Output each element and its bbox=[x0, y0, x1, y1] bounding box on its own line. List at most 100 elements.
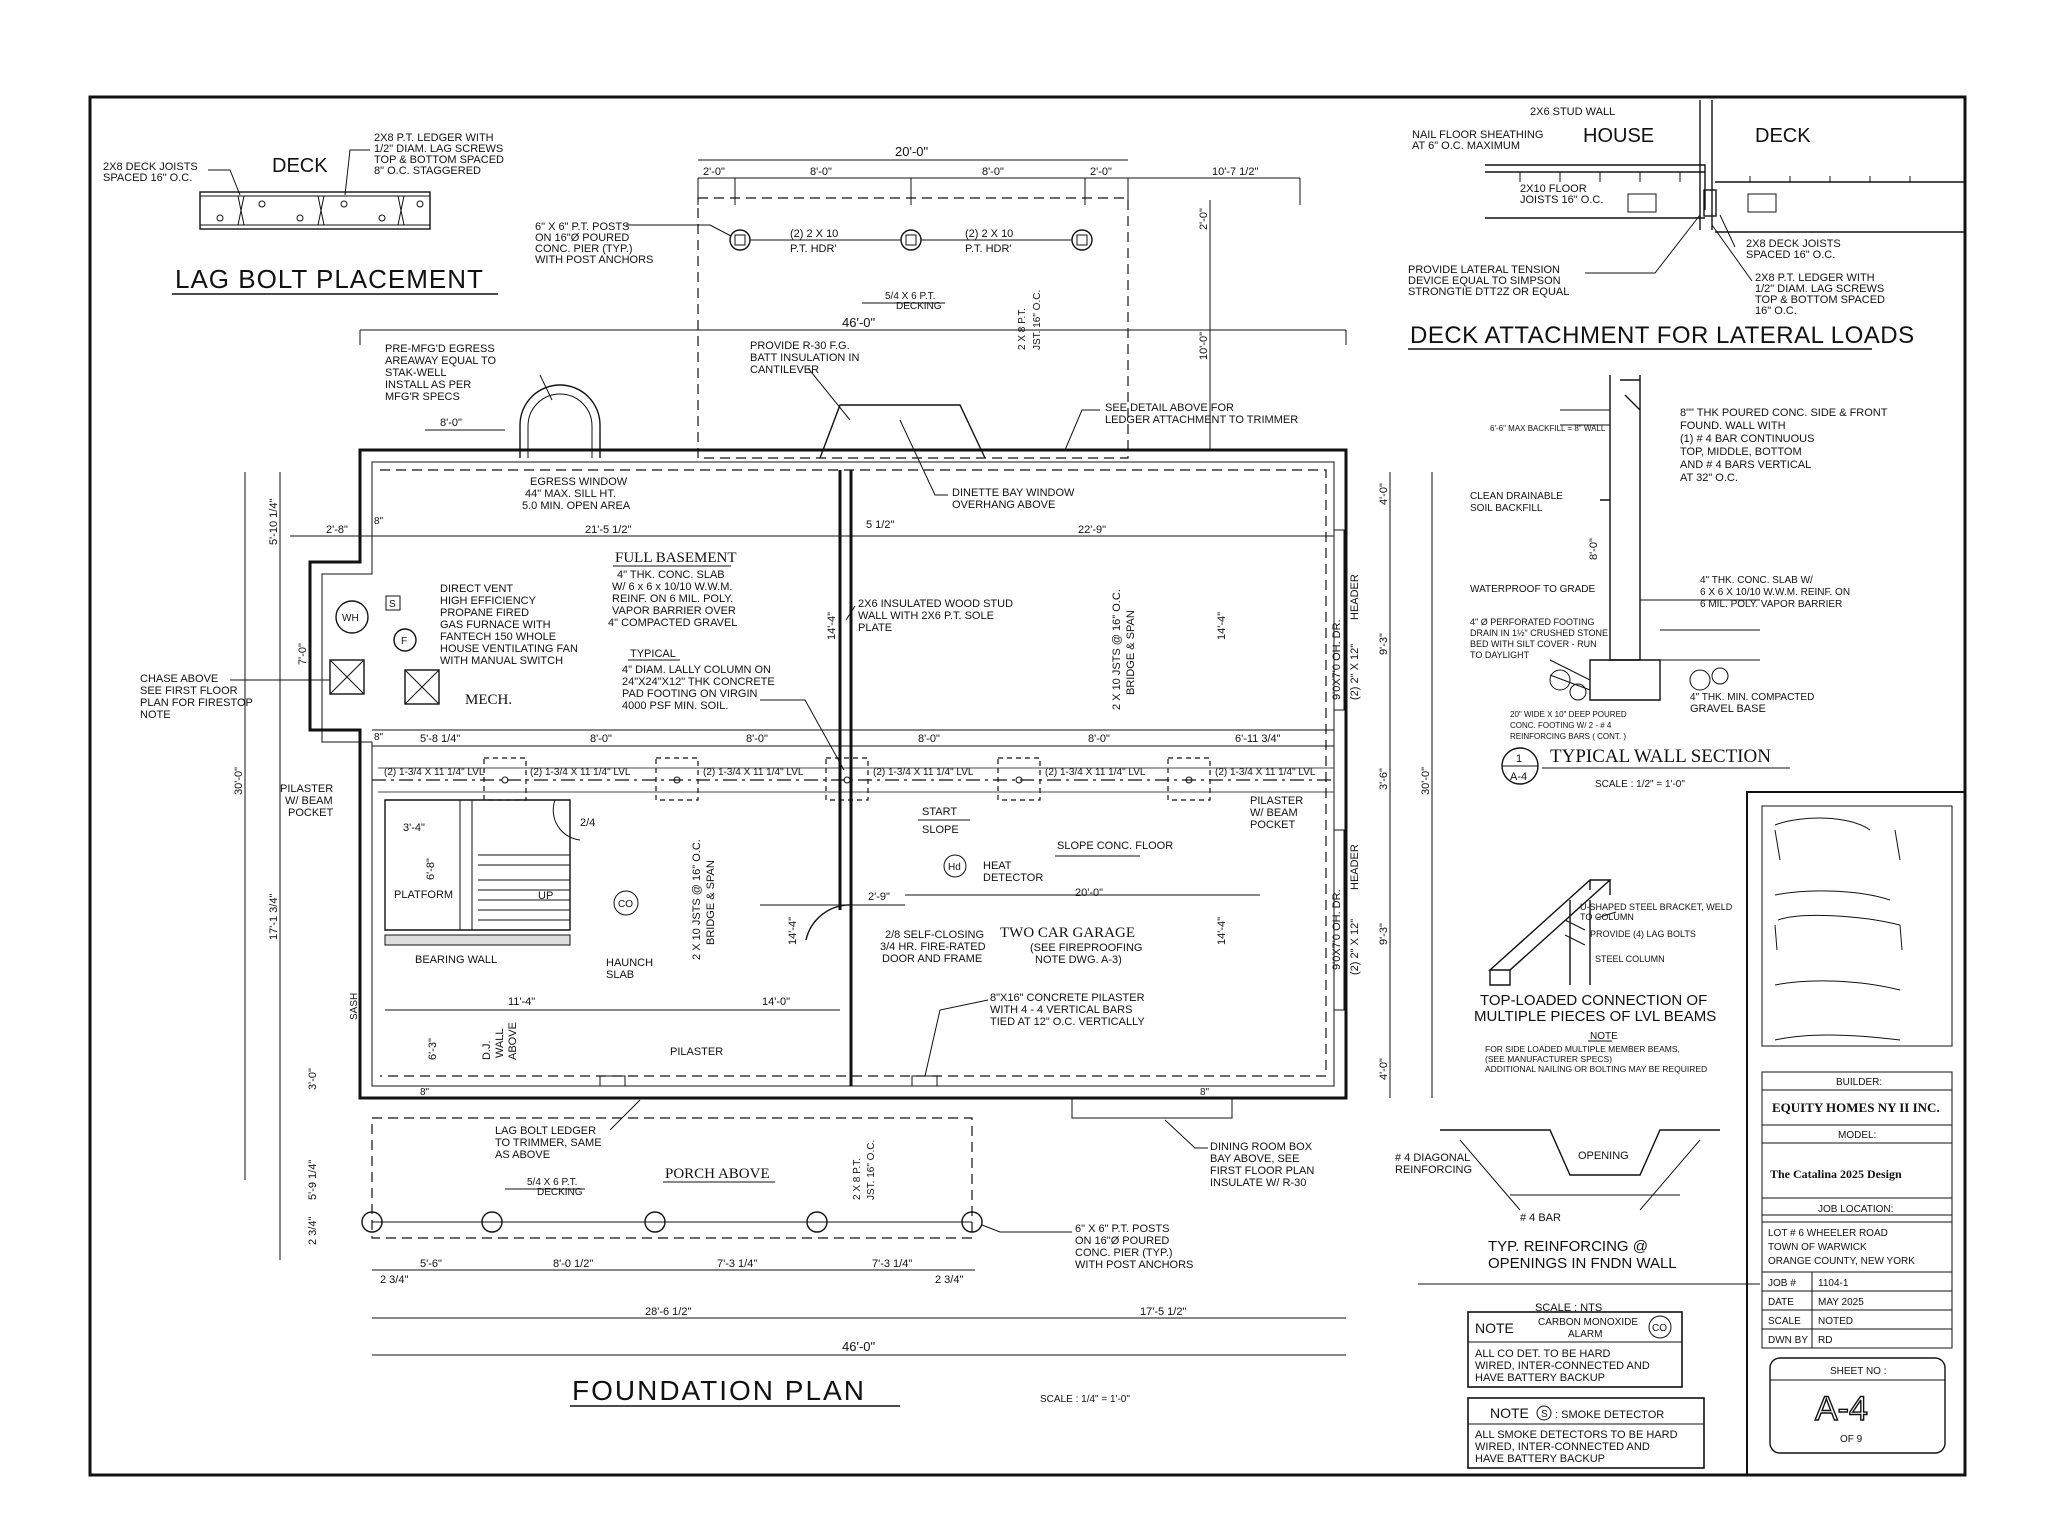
deck-attach-joists-note-2: SPACED 16" O.C. bbox=[1746, 249, 1835, 261]
co-detector-icon bbox=[613, 890, 639, 916]
deck-attach-nail-note-1: NAIL FLOOR SHEATHING bbox=[1412, 129, 1543, 141]
co-note-line-3: HAVE BATTERY BACKUP bbox=[1475, 1372, 1605, 1384]
lvl-4: (2) 1-3/4 X 11 1/4" LVL bbox=[873, 767, 974, 778]
slab-section-note-3: 6 MIL. POLY. VAPOR BARRIER bbox=[1700, 599, 1842, 610]
full-basement-title: FULL BASEMENT bbox=[615, 550, 737, 566]
lvl-note-title: NOTE bbox=[1590, 1031, 1618, 1042]
dim-8-0-b: 8'-0" bbox=[746, 733, 768, 745]
co-note-scale: SCALE : NTS bbox=[1535, 1302, 1602, 1314]
dim-8-0-a: 8'-0" bbox=[590, 733, 612, 745]
joist-top-1: 2 X 8 P.T. bbox=[1017, 308, 1028, 350]
decking-porch-2: DECKING bbox=[537, 1187, 583, 1198]
lag-bolt-joists-note-2: SPACED 16" O.C. bbox=[103, 172, 192, 184]
slab-note-5: 4" COMPACTED GRAVEL bbox=[608, 617, 737, 629]
egress-area-note-5: MFG'R SPECS bbox=[385, 391, 460, 403]
dim-4-0-vert-b: 4'-0" bbox=[1378, 1058, 1390, 1080]
heat-detector-icon bbox=[943, 854, 967, 878]
builder-name: EQUITY HOMES NY II INC. bbox=[1772, 1100, 1940, 1115]
dim-5-6: 5'-6" bbox=[420, 1258, 442, 1270]
job-number-label: JOB # bbox=[1768, 1278, 1796, 1289]
dim-6-8-vert: 6'-8" bbox=[425, 858, 437, 880]
drawn-by-label: DWN BY bbox=[1768, 1335, 1808, 1346]
dinette-note-1: DINETTE BAY WINDOW bbox=[952, 487, 1075, 499]
dim-3-6-vert: 3'-6" bbox=[1378, 768, 1390, 790]
lvl-note-3: ADDITIONAL NAILING OR BOLTING MAY BE REQ… bbox=[1485, 1064, 1707, 1074]
lvl-connection-detail: U-SHAPED STEEL BRACKET, WELD TO COLUMN P… bbox=[1474, 879, 1733, 1074]
smoke-mech-label: S bbox=[389, 599, 396, 610]
water-heater-label: WH bbox=[342, 613, 359, 624]
platform-label: PLATFORM bbox=[394, 889, 453, 901]
dim-9-3-a: 9'-3" bbox=[1378, 633, 1390, 655]
dim-17-5: 17'-5 1/2" bbox=[1140, 1306, 1186, 1318]
slab-section-note-1: 4" THK. CONC. SLAB W/ bbox=[1700, 575, 1813, 586]
smoke-note-title: : SMOKE DETECTOR bbox=[1555, 1409, 1664, 1421]
haunch-note-2: SLAB bbox=[606, 969, 634, 981]
dim-8in-d: 8" bbox=[1200, 1087, 1210, 1098]
posts-porch-note-3: CONC. PIER (TYP.) bbox=[1075, 1247, 1173, 1259]
chase-note-2: SEE FIRST FLOOR bbox=[140, 685, 238, 697]
chase-note-1: CHASE ABOVE bbox=[140, 673, 218, 685]
dim-8in-c: 8" bbox=[420, 1087, 430, 1098]
wall-section-note-4: TOP, MIDDLE, BOTTOM bbox=[1680, 446, 1802, 458]
ohdr-1-hdr: (2) 2" X 12" bbox=[1349, 644, 1361, 700]
egress-area-note-2: AREAWAY EQUAL TO bbox=[385, 355, 496, 367]
location-line-2: TOWN OF WARWICK bbox=[1768, 1242, 1867, 1253]
haunch-note-1: HAUNCH bbox=[606, 957, 653, 969]
dim-28-6: 28'-6 1/2" bbox=[645, 1306, 691, 1318]
garage-note-1: (SEE FIREPROOFING bbox=[1030, 942, 1142, 954]
wall-section-note-5: AND # 4 BARS VERTICAL bbox=[1680, 459, 1811, 471]
porch-posts bbox=[361, 1117, 983, 1239]
drawn-by-value: RD bbox=[1818, 1335, 1832, 1346]
pilaster-8x16-note-3: TIED AT 12" O.C. VERTICALLY bbox=[990, 1016, 1145, 1028]
dim-2-0-vert: 2'-0" bbox=[1198, 208, 1210, 230]
dim-top-d: 2'-0" bbox=[1090, 166, 1112, 178]
drain-note-3: BED WITH SILT COVER - RUN bbox=[1470, 639, 1597, 649]
batt-note-1: PROVIDE R-30 F.G. bbox=[750, 340, 850, 352]
location-line-3: ORANGE COUNTY, NEW YORK bbox=[1768, 1256, 1915, 1267]
wall-section-sheet: A-4 bbox=[1510, 771, 1527, 783]
water-heater-icon bbox=[335, 600, 369, 634]
chase-note-3: PLAN FOR FIRESTOP bbox=[140, 697, 253, 709]
batt-note-2: BATT INSULATION IN bbox=[750, 352, 859, 364]
garage-note-2: NOTE DWG. A-3) bbox=[1035, 954, 1122, 966]
lag-ledger-note-1: LAG BOLT LEDGER bbox=[495, 1125, 596, 1137]
lag-bolt-deck-label: DECK bbox=[272, 155, 328, 177]
joists-note-vert-2: BRIDGE & SPAN bbox=[1125, 610, 1137, 695]
co-detector-label: CO bbox=[618, 899, 633, 910]
decking-top-2: DECKING bbox=[896, 301, 942, 312]
slab-section-note-2: 6 X 6 X 10/10 W.W.M. REINF. ON bbox=[1700, 587, 1850, 598]
wall-section-number: 1 bbox=[1516, 753, 1522, 765]
drain-note-1: 4" Ø PERFORATED FOOTING bbox=[1470, 617, 1595, 627]
logo-placeholder bbox=[1774, 817, 1903, 1041]
dim-11-4: 11'-4" bbox=[508, 996, 535, 1008]
heat-detector-note-1: HEAT bbox=[983, 860, 1012, 872]
fire-door-note-3: DOOR AND FRAME bbox=[882, 953, 982, 965]
posts-note-1: 6" X 6" P.T. POSTS bbox=[535, 221, 629, 233]
lvl-3: (2) 1-3/4 X 11 1/4" LVL bbox=[703, 767, 804, 778]
dim-21-5: 21'-5 1/2" bbox=[585, 524, 631, 536]
stud-wall-note-2: WALL WITH 2X6 P.T. SOLE bbox=[858, 610, 994, 622]
sheet-label: SHEET NO : bbox=[1830, 1366, 1887, 1377]
dj-wall-2: WALL bbox=[494, 1028, 506, 1058]
sheet-of: OF 9 bbox=[1840, 1434, 1863, 1445]
egress-area-note-1: PRE-MFG'D EGRESS bbox=[385, 343, 495, 355]
deck-attach-provide-note-2: DEVICE EQUAL TO SIMPSON bbox=[1408, 275, 1561, 287]
dim-top-a: 2'-0" bbox=[703, 166, 725, 178]
slab-note-4: VAPOR BARRIER OVER bbox=[612, 605, 736, 617]
job-number: 1104-1 bbox=[1818, 1278, 1849, 1289]
dim-top-e: 10'-7 1/2" bbox=[1212, 166, 1258, 178]
pilaster-left-1: PILASTER bbox=[280, 783, 333, 795]
lvl-note-2: (SEE MANUFACTURER SPECS) bbox=[1485, 1054, 1612, 1064]
lvl-6: (2) 1-3/4 X 11 1/4" LVL bbox=[1215, 767, 1316, 778]
heat-detector-note-2: DETECTOR bbox=[983, 872, 1043, 884]
dim-9-3-b: 9'-3" bbox=[1378, 923, 1390, 945]
clean-backfill-2: SOIL BACKFILL bbox=[1470, 503, 1543, 514]
furnace-note-1: DIRECT VENT bbox=[440, 583, 513, 595]
dim-6-11: 6'-11 3/4" bbox=[1235, 733, 1281, 745]
joist-porch-1: 2 X 8 P.T. bbox=[852, 1158, 863, 1200]
footing-note-1: 20" WIDE X 10" DEEP POURED bbox=[1510, 710, 1627, 719]
co-note: SCALE : NTS NOTE CARBON MONOXIDE ALARM C… bbox=[1467, 1302, 1683, 1388]
reinforcing-title-2: OPENINGS IN FNDN WALL bbox=[1488, 1255, 1677, 1272]
egress-area-note-3: STAK-WELL bbox=[385, 367, 447, 379]
